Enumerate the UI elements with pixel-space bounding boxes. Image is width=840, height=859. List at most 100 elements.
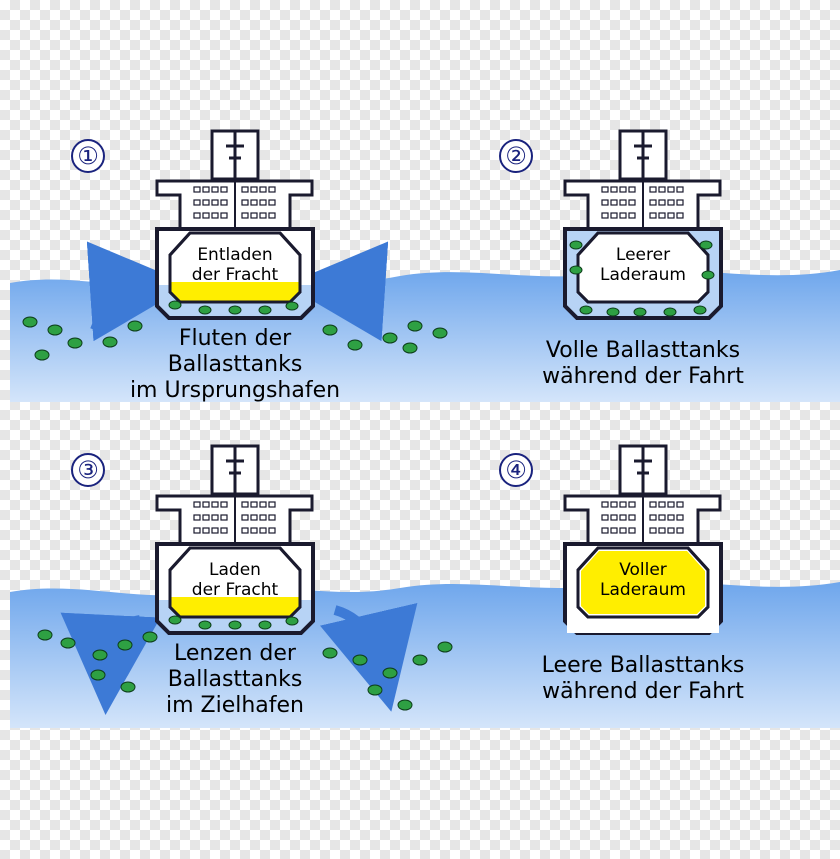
step-caption-line: während der Fahrt bbox=[542, 364, 744, 389]
window bbox=[667, 199, 675, 206]
window bbox=[667, 527, 675, 534]
window bbox=[211, 514, 219, 521]
window bbox=[193, 514, 201, 521]
organism bbox=[322, 647, 338, 659]
organism bbox=[67, 337, 83, 349]
organism bbox=[432, 327, 448, 339]
window bbox=[610, 199, 618, 206]
window bbox=[667, 186, 675, 193]
step-number: ④ bbox=[505, 456, 527, 484]
organism bbox=[322, 324, 338, 336]
window bbox=[658, 212, 666, 219]
step-caption-line: Volle Ballasttanks bbox=[546, 338, 740, 363]
organism bbox=[34, 349, 50, 361]
organism bbox=[367, 684, 383, 696]
window bbox=[658, 199, 666, 206]
window bbox=[250, 186, 258, 193]
organism bbox=[412, 654, 428, 666]
window bbox=[628, 501, 636, 508]
window bbox=[193, 527, 201, 534]
window bbox=[241, 186, 249, 193]
window bbox=[649, 514, 657, 521]
organism bbox=[437, 641, 453, 653]
organism bbox=[285, 616, 299, 626]
organism bbox=[569, 265, 583, 275]
hold-label-line: Laderaum bbox=[600, 580, 686, 600]
hold-label-line: Leerer bbox=[616, 245, 670, 265]
window bbox=[658, 527, 666, 534]
window bbox=[601, 186, 609, 193]
window bbox=[649, 186, 657, 193]
window bbox=[610, 514, 618, 521]
window bbox=[259, 514, 267, 521]
window bbox=[193, 186, 201, 193]
window bbox=[259, 199, 267, 206]
window bbox=[268, 501, 276, 508]
window bbox=[619, 186, 627, 193]
step-caption-line: Ballasttanks bbox=[168, 667, 303, 692]
organism bbox=[633, 307, 647, 317]
window bbox=[601, 501, 609, 508]
window bbox=[193, 212, 201, 219]
window bbox=[211, 212, 219, 219]
hold-label-line: der Fracht bbox=[192, 580, 279, 600]
cargo-load bbox=[170, 282, 300, 302]
window bbox=[241, 527, 249, 534]
window bbox=[601, 514, 609, 521]
step-caption-line: Ballasttanks bbox=[168, 352, 303, 377]
window bbox=[667, 212, 675, 219]
organism bbox=[579, 305, 593, 315]
organism bbox=[127, 320, 143, 332]
organism bbox=[168, 300, 182, 310]
window bbox=[259, 186, 267, 193]
organism bbox=[117, 639, 133, 651]
organism bbox=[198, 305, 212, 315]
window bbox=[241, 501, 249, 508]
organism bbox=[168, 615, 182, 625]
window bbox=[619, 514, 627, 521]
window bbox=[241, 199, 249, 206]
step-caption-line: Leere Ballasttanks bbox=[542, 653, 745, 678]
window bbox=[193, 199, 201, 206]
step-number-circle bbox=[71, 453, 105, 487]
window bbox=[211, 501, 219, 508]
window bbox=[667, 501, 675, 508]
organism bbox=[92, 649, 108, 661]
step-number: ② bbox=[505, 142, 527, 170]
window bbox=[676, 501, 684, 508]
step-caption-line: Lenzen der bbox=[174, 641, 297, 666]
step-number: ① bbox=[77, 142, 99, 170]
organism bbox=[258, 305, 272, 315]
window bbox=[211, 186, 219, 193]
window bbox=[202, 527, 210, 534]
organism bbox=[407, 320, 423, 332]
window bbox=[676, 186, 684, 193]
window bbox=[601, 212, 609, 219]
organism bbox=[352, 654, 368, 666]
organism bbox=[228, 620, 242, 630]
organism bbox=[198, 620, 212, 630]
window bbox=[193, 501, 201, 508]
step-caption-line: Fluten der bbox=[179, 326, 292, 351]
window bbox=[610, 186, 618, 193]
inflow-arrow-left bbox=[86, 241, 190, 342]
organism bbox=[37, 629, 53, 641]
hold-label-line: der Fracht bbox=[192, 265, 279, 285]
window bbox=[667, 514, 675, 521]
organism bbox=[60, 637, 76, 649]
window bbox=[658, 514, 666, 521]
window bbox=[268, 212, 276, 219]
window bbox=[220, 186, 228, 193]
window bbox=[628, 199, 636, 206]
organism bbox=[569, 240, 583, 250]
window bbox=[268, 527, 276, 534]
window bbox=[610, 212, 618, 219]
